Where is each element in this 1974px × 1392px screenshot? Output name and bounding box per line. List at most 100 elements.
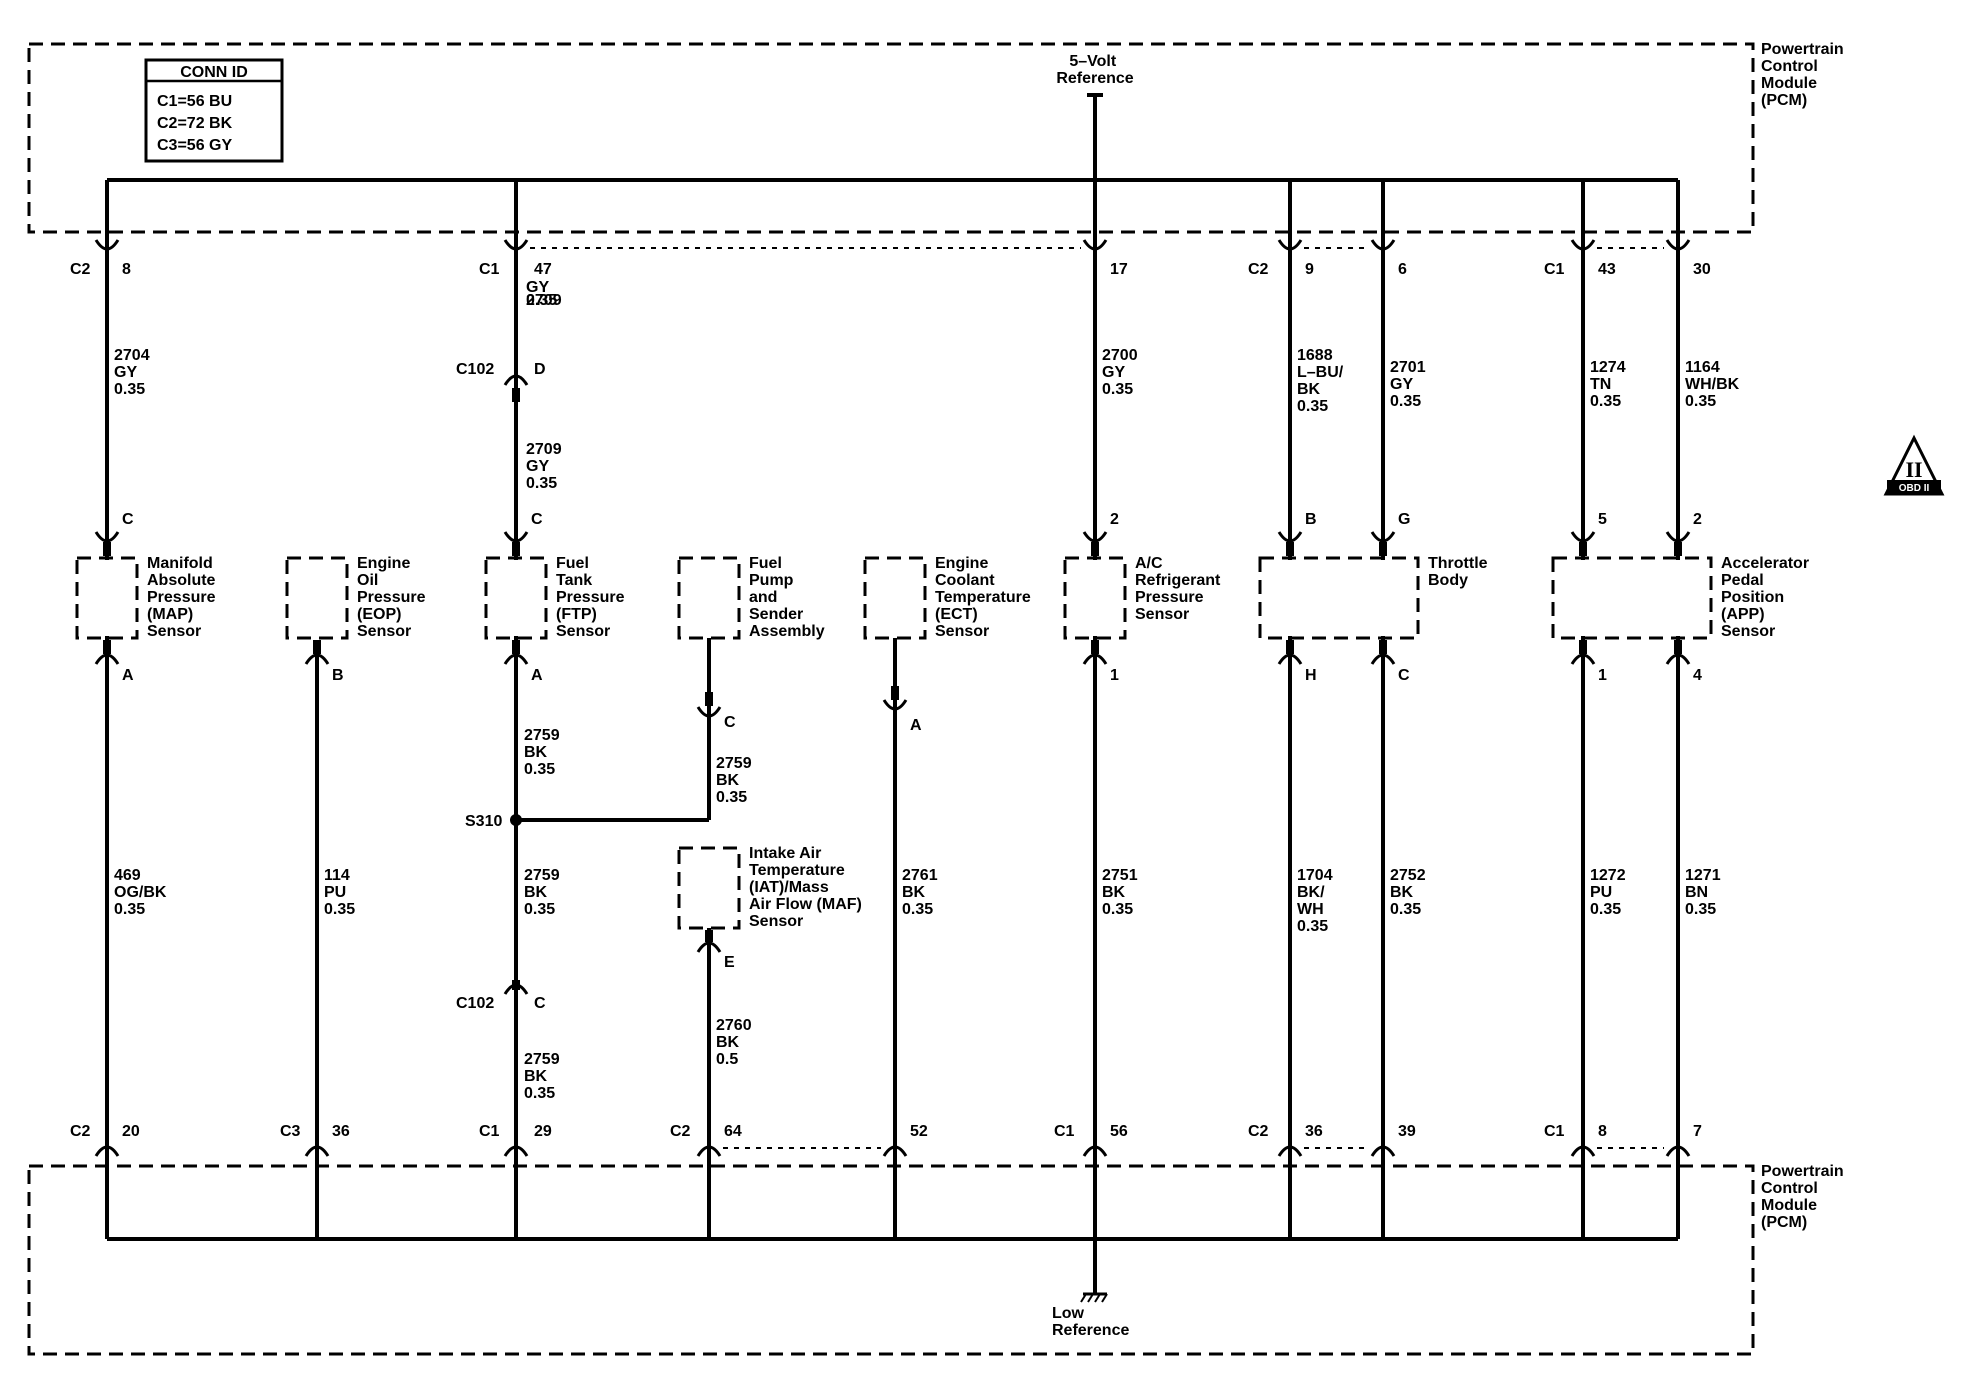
c102-top-pin: D: [534, 361, 546, 378]
splice-s310: [510, 814, 522, 826]
svg-text:1: 1: [1598, 667, 1607, 684]
conn-id-line: C1=56 BU: [157, 93, 232, 110]
svg-text:A: A: [910, 717, 922, 734]
c102-bottom-pin: C: [534, 995, 546, 1012]
svg-text:20: 20: [122, 1123, 140, 1140]
svg-text:4: 4: [1693, 667, 1702, 684]
pcm-bottom-pin-connectors: [94, 1145, 1691, 1157]
svg-text:C1: C1: [1054, 1123, 1075, 1140]
pcm-bottom-pin-labels: C2 20 C3 36 C1 29 C2 64 52 C1 56 C2 36 3…: [70, 1123, 1702, 1140]
svg-text:H: H: [1305, 667, 1317, 684]
pcm-top-box: [27, 42, 1755, 234]
conn-id-title: CONN ID: [180, 64, 248, 81]
fuel-pump-c-connector: [696, 706, 722, 718]
c102-connectors: [503, 374, 529, 995]
svg-text:C2: C2: [670, 1123, 691, 1140]
five-volt-reference-label: 5–Volt Reference: [1056, 53, 1133, 87]
svg-text:2: 2: [1110, 511, 1119, 528]
svg-text:1: 1: [1110, 667, 1119, 684]
c102-top-label: C102: [456, 361, 494, 378]
svg-text:2: 2: [1693, 511, 1702, 528]
svg-text:C2: C2: [1248, 261, 1269, 278]
pcm-top-pin-connectors: [94, 239, 1691, 251]
fuel-pump-c-terminal: [705, 692, 713, 706]
svg-text:39: 39: [1398, 1123, 1416, 1140]
svg-text:47: 47: [534, 261, 552, 278]
svg-text:36: 36: [1305, 1123, 1323, 1140]
pcm-top-pin-labels: C2 8 C1 47 17 C2 9 6 C1 43 30: [70, 261, 1711, 278]
svg-text:29: 29: [534, 1123, 552, 1140]
ect-a-connector: [882, 699, 908, 711]
svg-text:64: 64: [724, 1123, 742, 1140]
svg-text:B: B: [1305, 511, 1317, 528]
ground-icon: [1080, 1292, 1108, 1303]
c102-bottom-label: C102: [456, 995, 494, 1012]
svg-text:E: E: [724, 954, 735, 971]
sensor-pin-labels: C A B C A C A E 2 1 B H G C 5 1 2 4: [122, 511, 1702, 971]
svg-text:43: 43: [1598, 261, 1616, 278]
svg-text:5: 5: [1598, 511, 1607, 528]
svg-text:C2: C2: [70, 261, 91, 278]
svg-text:A: A: [122, 667, 134, 684]
obd-text: OBD II: [1899, 483, 1930, 494]
sensor-boxes: [75, 556, 1713, 930]
svg-text:6: 6: [1398, 261, 1407, 278]
pcm-top-label: Powertrain Control Module (PCM): [1761, 41, 1848, 109]
svg-text:30: 30: [1693, 261, 1711, 278]
svg-text:C1: C1: [1544, 261, 1565, 278]
svg-text:C3: C3: [280, 1123, 301, 1140]
splice-label: S310: [465, 813, 502, 830]
sensor-connectors: [94, 531, 1691, 953]
svg-text:17: 17: [1110, 261, 1128, 278]
svg-text:C: C: [122, 511, 134, 528]
obd-ii-badge-icon: II OBD II: [1883, 434, 1945, 496]
svg-text:9: 9: [1305, 261, 1314, 278]
ect-a-terminal: [891, 686, 899, 700]
svg-text:C1: C1: [479, 1123, 500, 1140]
conn-id-line: C3=56 GY: [157, 137, 232, 154]
svg-text:A: A: [531, 667, 543, 684]
svg-text:C: C: [724, 714, 736, 731]
